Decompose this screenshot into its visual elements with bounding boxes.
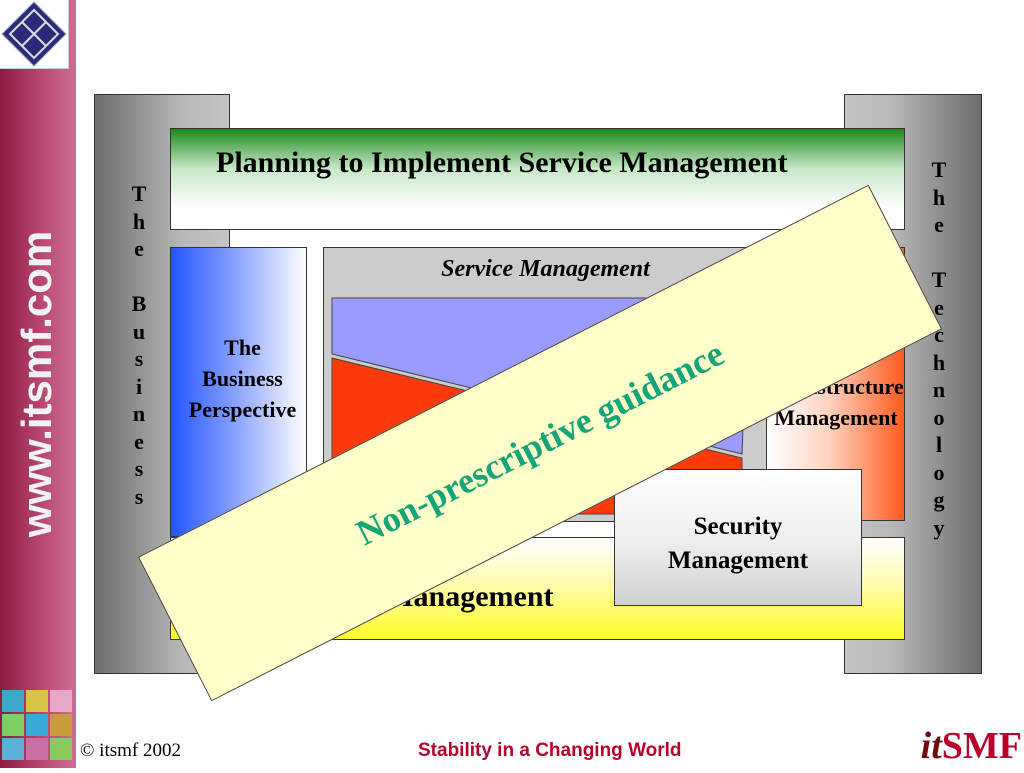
copyright-text: © itsmf 2002 [80,740,181,761]
planning-box [170,128,905,230]
technology-pillar-label: T h e T e c h n o l o g y [931,157,947,540]
puzzle-graphic-icon [0,688,76,768]
security-management-box [614,469,862,606]
brand-smf-text: SMF [941,725,1022,767]
business-perspective-label: The Business Perspective [188,335,297,422]
brand-it-text: it [920,725,942,767]
footer-tagline: Stability in a Changing World [418,740,682,761]
site-url-text: www.itsmf.com [13,230,60,538]
service-management-title: Service Management [441,256,650,282]
business-pillar-label: T h e B u s i n e s s [131,181,147,509]
security-management-label: Security Management [667,513,809,574]
itsmf-logo: itSMF [918,724,1022,768]
left-sidebar-strip [0,0,76,768]
planning-title: Planning to Implement Service Management [216,146,788,179]
diamond-logo-icon [0,0,69,69]
